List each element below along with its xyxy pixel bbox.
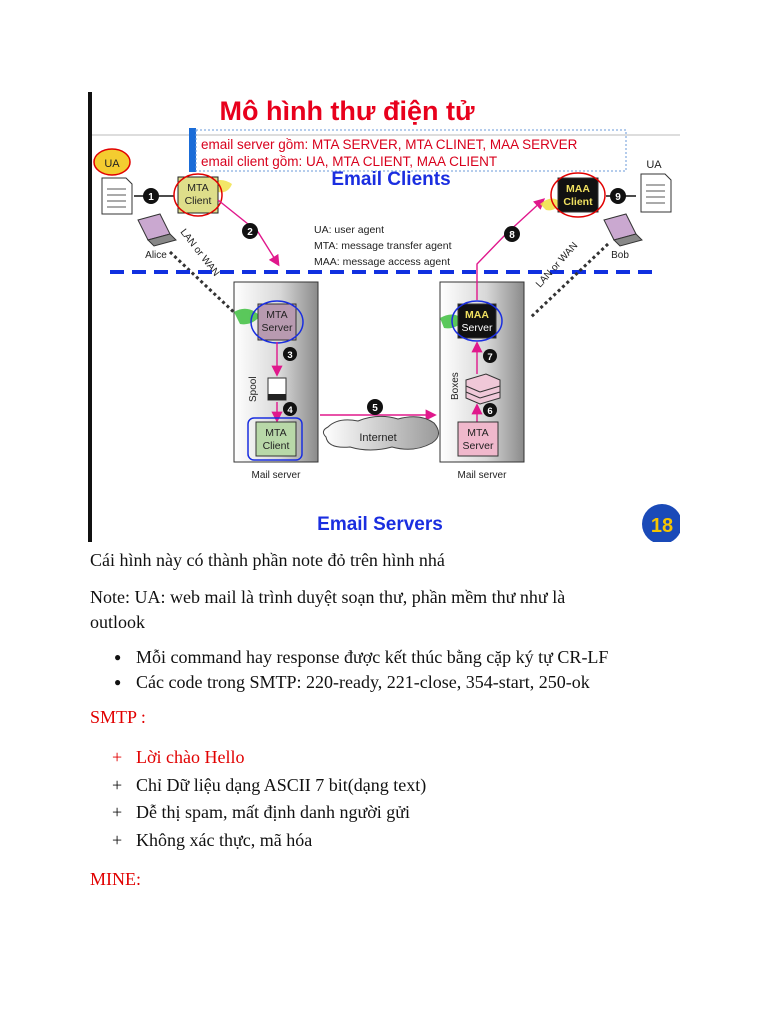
mta-client-left-box — [255, 421, 297, 457]
smtp-heading: SMTP : — [90, 707, 146, 727]
step-6-badge — [483, 403, 497, 417]
maa-client-box — [557, 177, 599, 213]
list-item: +Lời chào Hello — [90, 744, 710, 772]
flow-2-arrow — [217, 199, 280, 267]
annotation-email-client: email client gồm: UA, MTA CLIENT, MAA CL… — [201, 154, 497, 169]
maa-server-circle — [451, 300, 503, 342]
mta-server-right-line1: MTA — [467, 427, 488, 439]
step-9-number: 9 — [615, 192, 621, 203]
text-cursor-marker — [189, 128, 196, 172]
email-model-slide: Mô hình thư điện tử email server gồm: MT… — [88, 92, 680, 542]
smtp-list: +Lời chào Hello +Chỉ Dữ liệu dạng ASCII … — [90, 744, 710, 854]
annotation-email-server: email server gồm: MTA SERVER, MTA CLINET… — [201, 137, 578, 152]
document-right-icon — [640, 173, 672, 213]
list-item: +Dễ thị spam, mất định danh người gửi — [90, 799, 710, 827]
bob-laptop-icon — [603, 213, 643, 247]
lan-wan-left-link — [168, 250, 242, 320]
plus-marker: + — [112, 829, 123, 850]
step-1-number: 1 — [148, 192, 154, 203]
step-8-number: 8 — [509, 230, 515, 241]
list-item: +Chỉ Dữ liệu dạng ASCII 7 bit(dạng text) — [90, 772, 710, 800]
step-4-number: 4 — [287, 405, 293, 416]
maa-server-box — [457, 303, 497, 339]
step-2-badge — [242, 223, 258, 239]
internet-cloud — [322, 415, 439, 451]
step-1-badge — [143, 188, 159, 204]
ua-left-label: UA — [104, 158, 120, 170]
step-3-number: 3 — [287, 350, 292, 361]
mta-client-left-circle — [247, 417, 303, 461]
legend-maa: MAA: message access agent — [314, 256, 450, 268]
plus-marker: + — [112, 747, 123, 767]
document-left-icon — [101, 177, 133, 215]
email-servers-label: Email Servers — [317, 514, 443, 535]
figure-remark: Cái hình này có thành phần note đỏ trên … — [90, 550, 445, 570]
mta-server-left-line1: MTA — [266, 309, 287, 321]
legend-ua: UA: user agent — [314, 224, 384, 236]
plus-marker: + — [112, 774, 123, 795]
boxes-label: Boxes — [450, 372, 461, 400]
alice-laptop-icon — [137, 213, 177, 247]
slide-title: Mô hình thư điện tử — [219, 96, 474, 126]
legend-mta: MTA: message transfer agent — [314, 240, 452, 252]
mta-server-right-line2: Server — [463, 440, 494, 452]
mail-server-left-label: Mail server — [252, 470, 302, 481]
ua-right-label: UA — [646, 159, 662, 171]
lan-wan-right-label: LAN or WAN — [534, 240, 580, 290]
ua-left-highlight — [93, 148, 131, 176]
annotation-box — [195, 129, 627, 172]
mta-client-left-line1: MTA — [265, 427, 286, 439]
slide-left-rule — [88, 92, 92, 542]
mta-client-top-line1: MTA — [187, 182, 208, 194]
note-line-1: Note: UA: web mail là trình duyệt soạn t… — [90, 587, 566, 607]
mta-client-left-line2: Client — [263, 440, 290, 452]
mta-client-top-line2: Client — [185, 195, 212, 207]
step-5-badge — [367, 399, 383, 415]
maa-client-circle — [550, 172, 606, 218]
step-7-number: 7 — [487, 352, 492, 363]
spool-label: Spool — [248, 376, 259, 402]
email-model-diagram: Mô hình thư điện tử email server gồm: MT… — [88, 92, 680, 542]
step-9-badge — [610, 188, 626, 204]
step-5-number: 5 — [372, 403, 378, 414]
bullet-list: Mỗi command hay response được kết thúc b… — [90, 645, 710, 695]
list-item: Mỗi command hay response được kết thúc b… — [90, 645, 710, 670]
slide-number: 18 — [651, 515, 673, 537]
mta-client-top-circle — [173, 173, 223, 217]
internet-label: Internet — [359, 432, 396, 444]
step-7-badge — [483, 349, 497, 363]
mta-server-left-box — [257, 303, 297, 341]
notes-body: Cái hình này có thành phần note đỏ trên … — [90, 548, 710, 892]
list-item: +Không xác thực, mã hóa — [90, 827, 710, 855]
mailboxes-icon — [465, 373, 501, 405]
slide-number-badge — [642, 504, 680, 542]
mta-server-right-box — [457, 421, 499, 457]
step-4-badge — [283, 402, 297, 416]
mta-server-left-line2: Server — [262, 322, 293, 334]
maa-server-line2: Server — [462, 322, 493, 334]
step-8-badge — [504, 226, 520, 242]
step-2-number: 2 — [247, 227, 253, 238]
mail-server-right-label: Mail server — [458, 470, 508, 481]
mine-heading: MINE: — [90, 869, 141, 889]
bob-label: Bob — [611, 250, 629, 261]
maa-client-line2: Client — [563, 196, 593, 208]
step-6-number: 6 — [487, 406, 492, 417]
flow-8-arrow — [476, 198, 546, 300]
note-line-2: outlook — [90, 612, 146, 632]
maa-server-line1: MAA — [465, 309, 489, 321]
list-item: Các code trong SMTP: 220-ready, 221-clos… — [90, 670, 710, 695]
mta-client-top-box — [177, 176, 219, 214]
email-clients-label: Email Clients — [331, 169, 450, 190]
step-3-badge — [283, 347, 297, 361]
maa-client-line1: MAA — [566, 183, 590, 195]
note-paragraph: Note: UA: web mail là trình duyệt soạn t… — [90, 585, 710, 635]
plus-marker: + — [112, 802, 123, 822]
alice-label: Alice — [145, 250, 167, 261]
spool-icon — [267, 377, 287, 401]
